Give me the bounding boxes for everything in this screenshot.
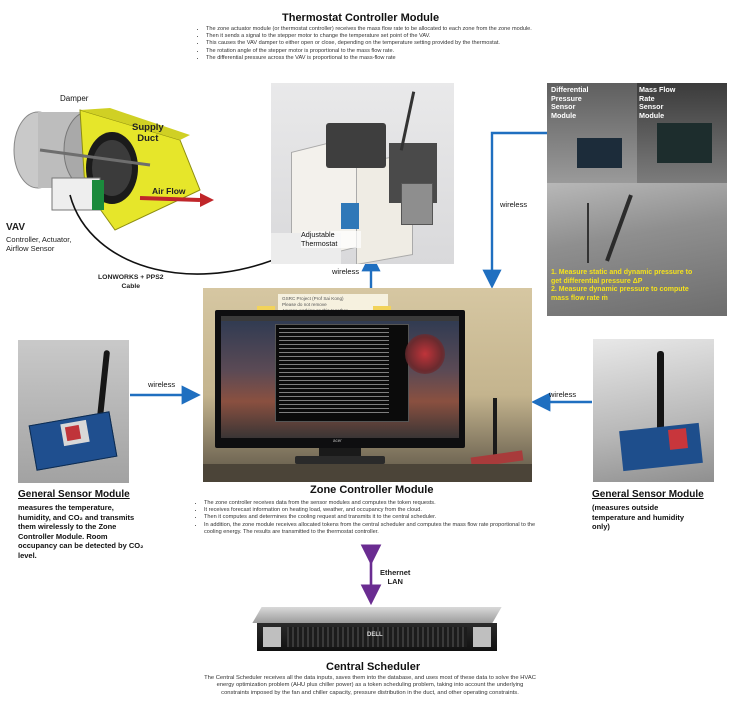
desc-line: The Central Scheduler receives all the d… bbox=[204, 675, 536, 681]
thermostat-bullet: The differential pressure across the VAV… bbox=[206, 55, 546, 62]
desc-line: only) bbox=[592, 522, 610, 531]
desc-line: occupancy can be detected by CO₂ bbox=[18, 541, 144, 550]
vav-title: VAV bbox=[6, 222, 26, 233]
cable-label-line: Cable bbox=[121, 283, 141, 290]
desc-line: level. bbox=[18, 550, 37, 560]
cable-label: LONWORKS + PPS2 Cable bbox=[98, 273, 164, 291]
desc-line: constraints imposed by the fan and chill… bbox=[221, 689, 519, 696]
note-line: 1. Measure static and dynamic pressure t… bbox=[551, 269, 693, 276]
ethernet-line: Ethernet bbox=[380, 568, 411, 577]
left-sensor-photo bbox=[18, 340, 129, 483]
server-photo: DELL bbox=[252, 607, 502, 651]
desc-line: (measures outside bbox=[592, 503, 659, 512]
right-sensor-title: General Sensor Module bbox=[592, 489, 704, 500]
measurement-note: 1. Measure static and dynamic pressure t… bbox=[551, 269, 692, 304]
label-line: Module bbox=[551, 110, 577, 120]
diff-pressure-label: Differential Pressure Sensor Module bbox=[551, 85, 589, 120]
monitor: acer bbox=[215, 310, 465, 448]
zone-bullet: In addition, the zone module receives al… bbox=[204, 522, 549, 536]
zone-controller-photo: GSRC Project (Prof Sai Kong) Please do n… bbox=[203, 288, 532, 482]
paper-line: GSRC Project (Prof Sai Kong) bbox=[282, 296, 344, 301]
right-sensor-desc: (measures outside temperature and humidi… bbox=[592, 503, 684, 532]
label-line: Mass Flow bbox=[639, 85, 676, 94]
label-line: Sensor bbox=[639, 102, 664, 112]
desc-line: measures the temperature, bbox=[18, 503, 114, 512]
server-brand: DELL bbox=[367, 632, 383, 638]
supply-duct-label: Supply Duct bbox=[132, 122, 164, 144]
cable-line bbox=[69, 194, 301, 275]
pressure-sensor-photo: Differential Pressure Sensor Module Mass… bbox=[547, 83, 727, 316]
label-line: Sensor bbox=[551, 102, 576, 112]
label-line: Differential bbox=[551, 85, 589, 94]
ethernet-line: LAN bbox=[387, 577, 403, 586]
monitor-brand: acer bbox=[333, 438, 342, 443]
right-sensor-photo bbox=[593, 339, 714, 482]
zone-bullets: The zone controller receives data from t… bbox=[196, 500, 549, 536]
zone-title: Zone Controller Module bbox=[310, 484, 434, 496]
vav-duct-illustration bbox=[13, 108, 214, 231]
note-line: mass flow rate ṁ bbox=[551, 295, 608, 303]
label-line: Module bbox=[639, 110, 665, 120]
desc-line: energy optimization problem (AHU plus ch… bbox=[216, 682, 524, 689]
thermostat-bullet: Then it sends a signal to the stepper mo… bbox=[206, 33, 546, 40]
thermostat-title: Thermostat Controller Module bbox=[282, 12, 440, 24]
central-desc: The Central Scheduler receives all the d… bbox=[160, 675, 580, 697]
desc-line: humidity, and CO₂ and transmits bbox=[18, 512, 135, 522]
zone-bullet: It receives forecast information on heat… bbox=[204, 507, 549, 514]
mass-flow-label: Mass Flow Rate Sensor Module bbox=[639, 85, 676, 120]
supply-duct-line: Supply bbox=[132, 122, 164, 133]
note-line: 2. Measure dynamic pressure to compute bbox=[551, 286, 689, 294]
thermostat-photo: Adjustable Thermostat bbox=[271, 83, 454, 264]
left-sensor-desc: measures the temperature, humidity, and … bbox=[18, 503, 143, 560]
zone-bullet: The zone controller receives data from t… bbox=[204, 500, 549, 507]
cable-label-line: LONWORKS + PPS2 bbox=[98, 274, 164, 281]
thermostat-bullet: The zone actuator module (or thermostat … bbox=[206, 26, 546, 33]
wireless-label-right: wireless bbox=[549, 390, 577, 399]
vav-desc-line: Controller, Actuator, bbox=[6, 235, 72, 244]
label-line: Pressure bbox=[551, 93, 582, 103]
wireless-label-mid: wireless bbox=[500, 200, 528, 209]
note-line: get differential pressure ΔP bbox=[551, 277, 643, 285]
adjustable-thermostat-label: Adjustable Thermostat bbox=[301, 230, 361, 248]
left-sensor-title: General Sensor Module bbox=[18, 489, 130, 500]
desc-line: them wirelessly to the Zone bbox=[18, 522, 117, 531]
label-line: Rate bbox=[639, 93, 655, 103]
desc-line: Controller Module. Room bbox=[18, 531, 108, 541]
vav-desc-line: Airflow Sensor bbox=[6, 244, 55, 253]
thermostat-bullet: The rotation angle of the stepper motor … bbox=[206, 48, 546, 55]
ethernet-label: Ethernet LAN bbox=[380, 568, 410, 586]
paper-line: Please do not remove bbox=[282, 301, 327, 307]
zone-bullet: Then it computes and determines the cool… bbox=[204, 514, 549, 521]
wireless-label-top: wireless bbox=[332, 267, 360, 276]
damper-label: Damper bbox=[60, 94, 89, 103]
air-flow-label: Air Flow bbox=[152, 186, 186, 196]
central-title: Central Scheduler bbox=[326, 661, 421, 673]
desc-line: temperature and humidity bbox=[592, 512, 685, 522]
supply-duct-line: Duct bbox=[137, 133, 159, 144]
wireless-label-left: wireless bbox=[148, 380, 176, 389]
vav-desc: Controller, Actuator, Airflow Sensor bbox=[6, 235, 71, 253]
wireless-arrow-sensors bbox=[482, 131, 548, 289]
thermostat-bullets: The zone actuator module (or thermostat … bbox=[198, 26, 546, 62]
thermostat-bullet: This causes the VAV damper to either ope… bbox=[206, 40, 546, 47]
